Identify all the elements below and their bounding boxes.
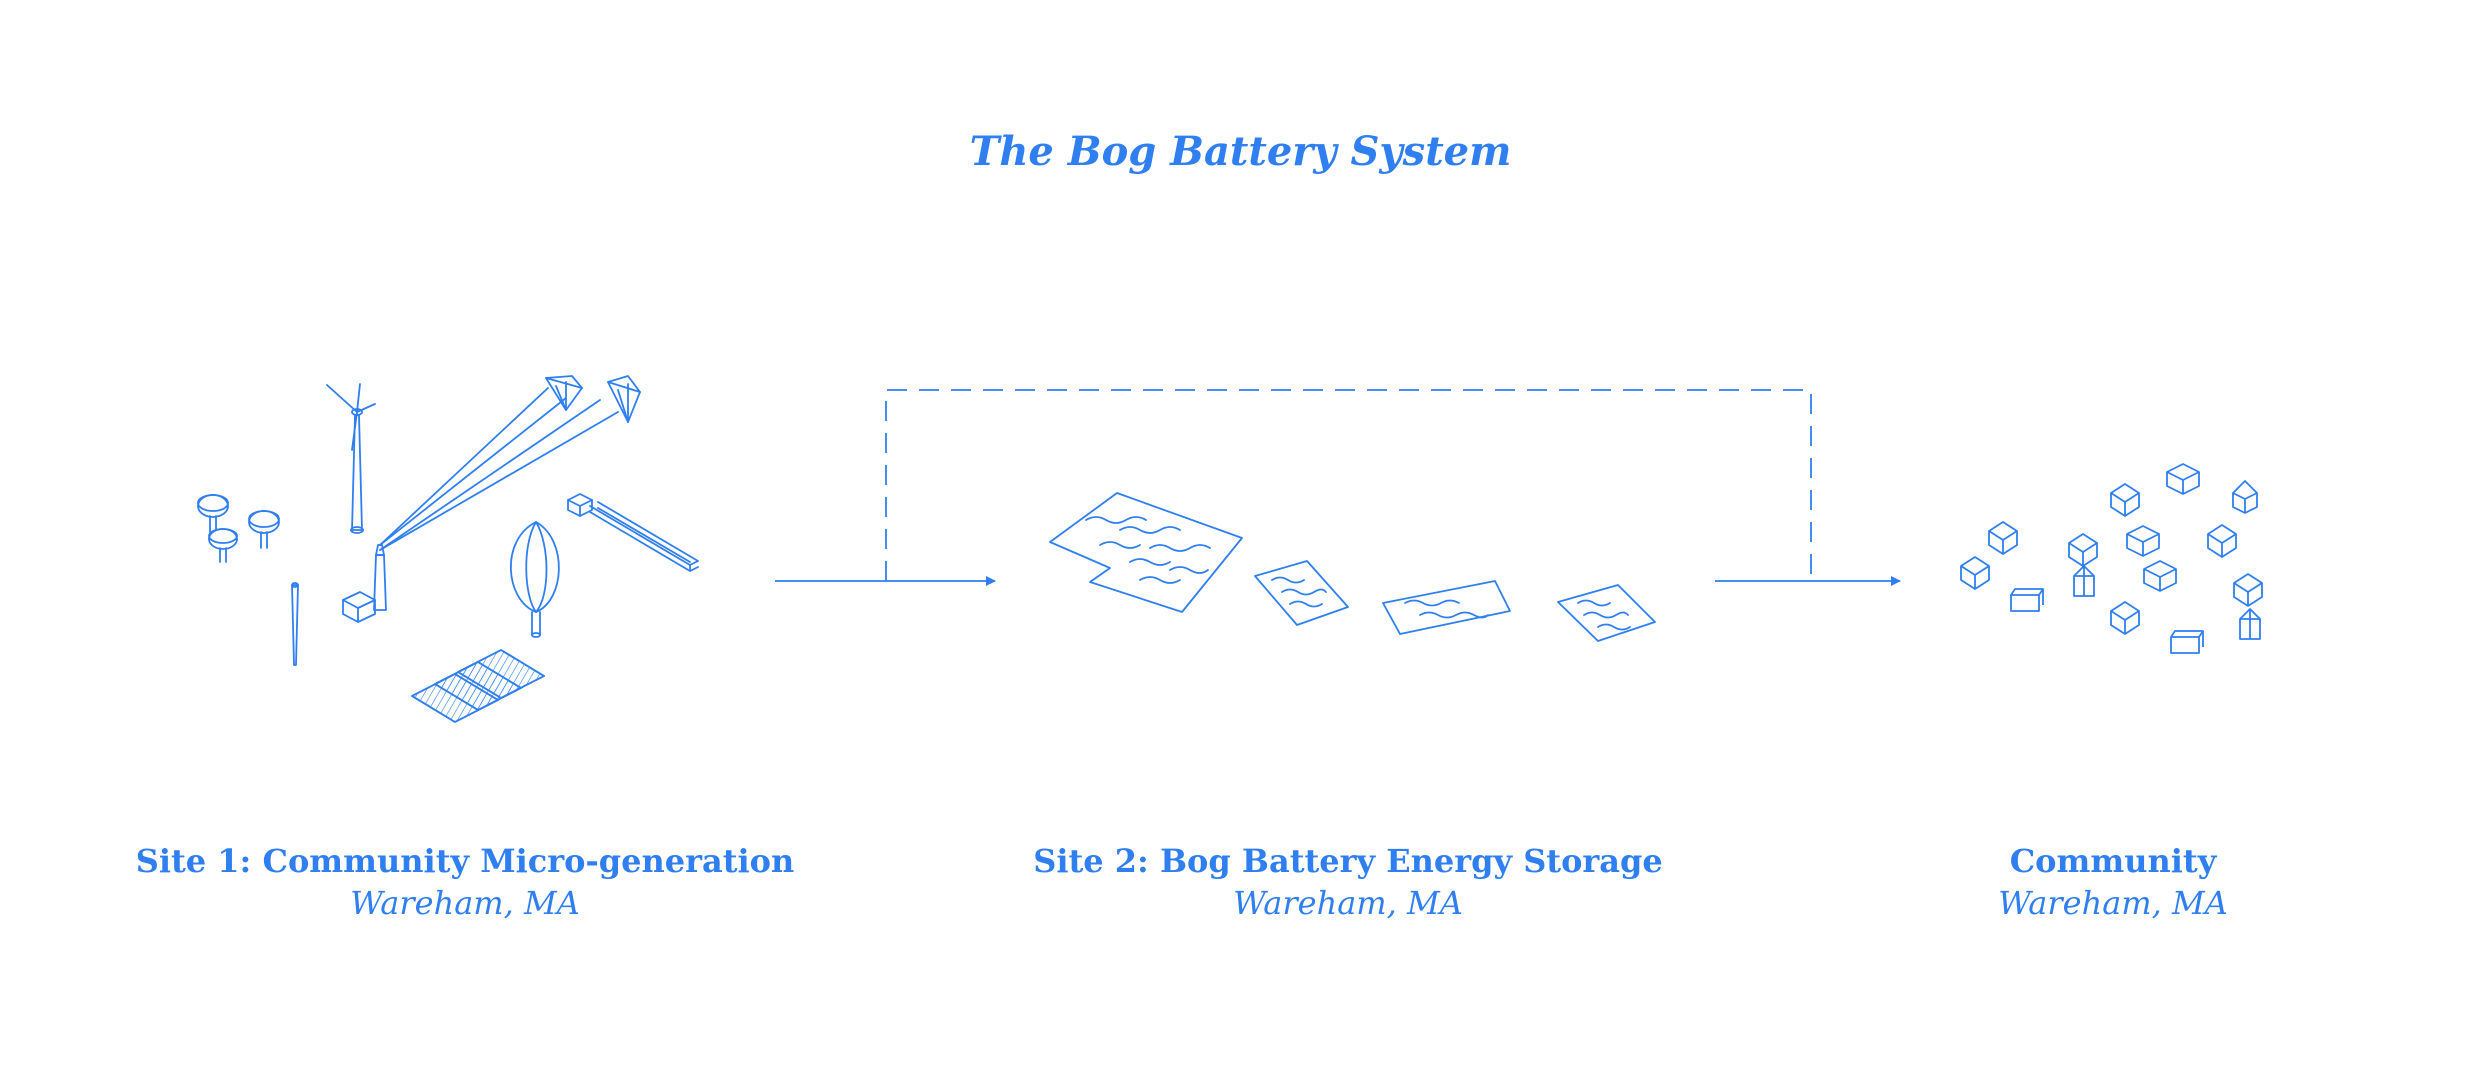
house-icon bbox=[2170, 630, 2204, 654]
house-icon bbox=[2207, 524, 2237, 558]
community-illustration bbox=[1960, 463, 2263, 654]
hydro-generator-icon bbox=[567, 493, 699, 572]
stage-name: Site 2: Bog Battery Energy Storage bbox=[1033, 842, 1663, 880]
stage-name: Community bbox=[2009, 842, 2217, 880]
stage-location: Wareham, MA bbox=[350, 884, 580, 922]
house-icon bbox=[2233, 573, 2263, 607]
stage-caption-site1: Site 1: Community Micro-generation Wareh… bbox=[85, 840, 845, 924]
house-icon bbox=[2068, 533, 2098, 567]
house-icon bbox=[2110, 601, 2140, 635]
flow-connectors bbox=[775, 389, 1901, 586]
pole-icon bbox=[291, 582, 299, 666]
bog-plot-icon bbox=[1557, 584, 1656, 642]
bypass-dashed-line bbox=[885, 389, 1812, 581]
solar-panels-icon bbox=[411, 649, 545, 723]
page-title: The Bog Battery System bbox=[969, 128, 1512, 175]
bog-plot-icon bbox=[1382, 580, 1511, 635]
mushroom-turbine-icon bbox=[197, 494, 229, 533]
house-icon bbox=[2126, 525, 2160, 557]
house-icon bbox=[2110, 483, 2140, 517]
bog-plot-icon bbox=[1049, 492, 1243, 613]
stage-location: Wareham, MA bbox=[1998, 884, 2228, 922]
house-icon bbox=[1988, 521, 2018, 555]
site1-illustration bbox=[197, 375, 699, 723]
vertical-turbine-icon bbox=[509, 521, 560, 638]
stage-name: Site 1: Community Micro-generation bbox=[135, 842, 795, 880]
house-icon bbox=[2232, 480, 2258, 514]
house-icon bbox=[1960, 556, 1990, 590]
mushroom-turbine-icon bbox=[208, 528, 238, 563]
wind-turbine-icon bbox=[326, 383, 376, 534]
house-icon bbox=[2143, 560, 2177, 592]
site2-illustration bbox=[1049, 492, 1656, 642]
kite-generator-icon bbox=[342, 375, 641, 623]
house-icon bbox=[2239, 608, 2261, 640]
house-icon bbox=[2010, 588, 2044, 612]
bog-plot-icon bbox=[1254, 560, 1349, 626]
house-icon bbox=[2073, 565, 2095, 597]
house-icon bbox=[2166, 463, 2200, 495]
stage-location: Wareham, MA bbox=[1233, 884, 1463, 922]
stage-caption-site2: Site 2: Bog Battery Energy Storage Wareh… bbox=[968, 840, 1728, 924]
mushroom-turbine-icon bbox=[248, 510, 280, 549]
stage-caption-community: Community Wareham, MA bbox=[1733, 840, 2481, 924]
